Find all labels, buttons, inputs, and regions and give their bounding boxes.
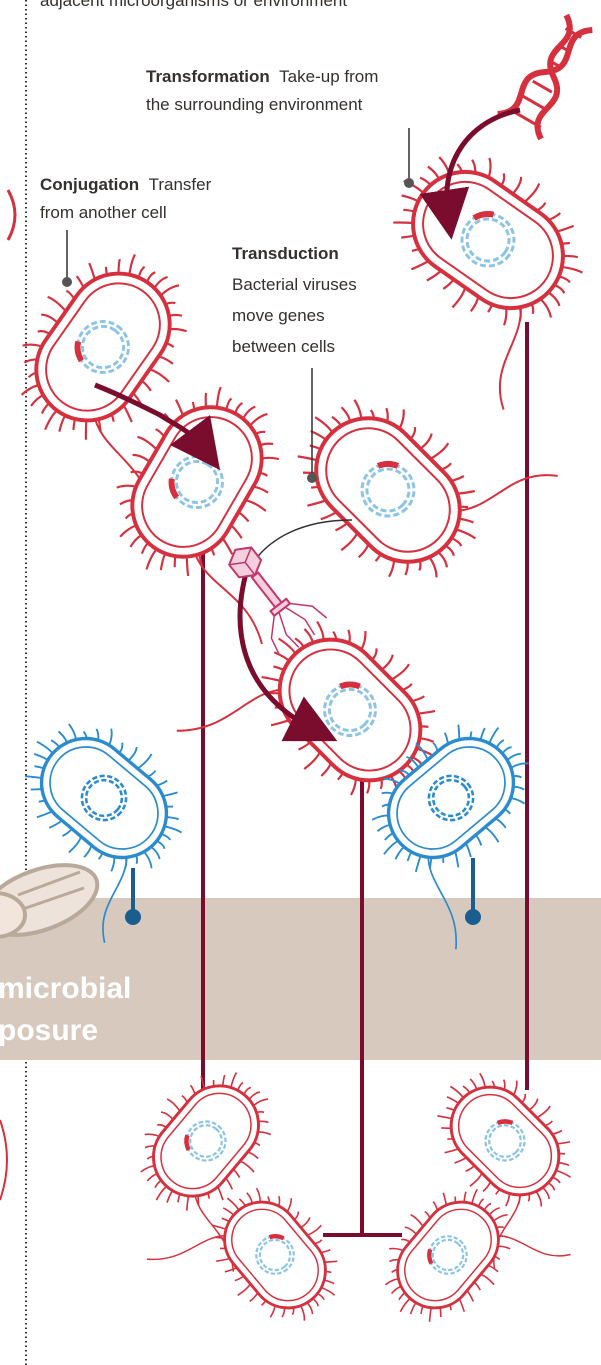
band-label-line1: microbial (0, 972, 131, 1005)
top-partial-text: adjacent microorganisms or environment (40, 0, 347, 10)
cell-wall (209, 1187, 340, 1323)
left-edge-arc (8, 190, 15, 240)
flagellum (492, 1208, 570, 1282)
flagellum (147, 1208, 231, 1286)
cell-wall (382, 1187, 513, 1323)
left-edge-arc-lower (0, 1120, 7, 1200)
flagellum (463, 299, 561, 410)
conjugation-line2: from another cell (40, 203, 167, 222)
transformation-line2: the surrounding environment (146, 95, 363, 114)
transduction-line1: Bacterial viruses (232, 275, 357, 294)
conjugation-line1: Transfer (149, 175, 212, 194)
transduction-thin-line (255, 520, 352, 560)
transformation-label: Transformation Take-up from (146, 67, 378, 86)
dna-helix-icon (498, 10, 601, 139)
flagellum (177, 655, 288, 766)
cell-wall (138, 1070, 275, 1212)
transduction-title: Transduction (232, 244, 339, 263)
flagellum (452, 441, 558, 547)
transduction-line2: move genes (232, 306, 325, 325)
band-label-line2: posure (0, 1014, 98, 1047)
cell-wall (23, 720, 184, 875)
transformation-title: Transformation (146, 67, 270, 86)
bacterium-transformation (329, 119, 601, 410)
conjugation-label: Conjugation Transfer (40, 175, 212, 194)
transformation-line1: Take-up from (279, 67, 378, 86)
cell-wall (114, 389, 281, 576)
transduction-line3: between cells (232, 337, 335, 356)
bacterium-transduction-donor (262, 325, 558, 621)
conjugation-title: Conjugation (40, 175, 139, 194)
